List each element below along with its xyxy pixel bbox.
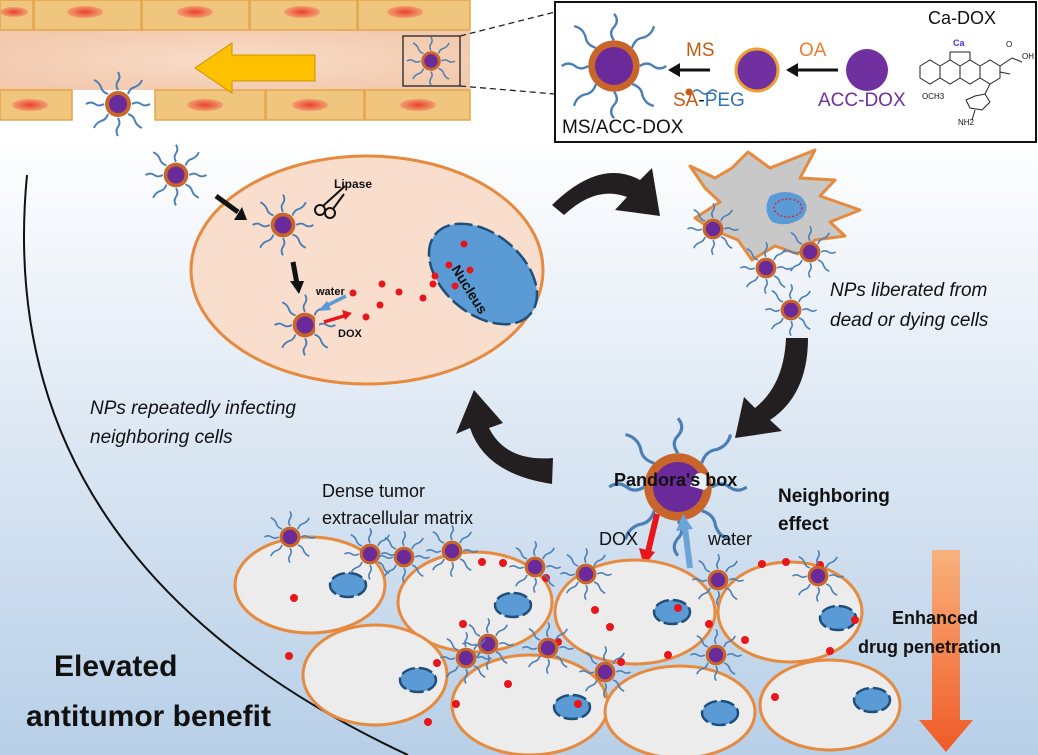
penetration-arrow [919, 550, 973, 752]
enhanced-line-1: Enhanced [892, 608, 979, 628]
oa-coated-particle [734, 47, 780, 93]
nanoparticle-icon [686, 202, 740, 256]
neighboring-line-1: Neighboring [778, 486, 890, 507]
synthesis-arrow-1 [668, 63, 680, 77]
nanoparticle-icon [508, 540, 562, 594]
ms-label: MS [686, 40, 715, 61]
synthesis-arrow-2 [786, 63, 798, 77]
nh2-label: NH2 [958, 118, 975, 127]
lipase-label: Lipase [334, 177, 373, 191]
nanoparticle-icon [689, 628, 743, 682]
dox-label: DOX [599, 529, 639, 549]
nanoparticle-icon [791, 549, 845, 603]
water-arrow [318, 301, 331, 311]
dox-arrow [342, 310, 352, 320]
infecting-line-1: NPs repeatedly infecting [90, 398, 296, 419]
ca-dox-structure [919, 51, 1023, 121]
tumor-cell-cluster [233, 535, 902, 755]
nanoparticle-icon [425, 524, 479, 578]
nanoparticle-icon [263, 510, 317, 564]
nanoparticle-icon [521, 621, 575, 675]
dox-small-label: DOX [338, 328, 362, 340]
acc-dox-particle [846, 49, 888, 91]
zoom-box [402, 35, 461, 87]
nanoparticle-icon [559, 547, 613, 601]
vessel-wall-bottom [0, 89, 471, 121]
water-label: water [708, 529, 753, 549]
dissolving-nanoparticle [273, 293, 337, 357]
water-influx-arrow [676, 514, 693, 531]
sa-dot [685, 88, 693, 96]
nanoparticle-icon [439, 631, 493, 685]
nanoparticle-icon [691, 553, 745, 607]
infected-cell [144, 143, 545, 386]
nucleus [427, 222, 539, 326]
scissors-icon [314, 185, 346, 219]
liberated-line-1: NPs liberated from [830, 280, 988, 301]
cycle-arrows [456, 168, 808, 484]
peg-label: PEG [704, 90, 745, 111]
nanoparticle-icon [406, 36, 456, 86]
blood-vessel [0, 0, 556, 137]
enhanced-line-2: drug penetration [858, 637, 1001, 657]
dense-line-2: extracellular matrix [322, 508, 474, 528]
ms-acc-dox-label: MS/ACC-DOX [562, 117, 684, 138]
ca-dox-label: Ca-DOX [928, 8, 997, 28]
nanoparticle-icon [377, 530, 431, 584]
curved-arrow-left [456, 390, 553, 484]
nanoparticle-icon [578, 645, 632, 699]
vessel-cell-nuclei [0, 6, 436, 111]
synthesis-inset [554, 1, 1037, 143]
blood-flow-arrow [194, 42, 316, 94]
dying-cell [686, 148, 862, 337]
internalization-arrows [214, 193, 304, 294]
neighboring-line-2: effect [778, 514, 829, 535]
elevated-line-1: Elevated [54, 650, 178, 683]
nanoparticle-icon [783, 225, 837, 279]
sa-peg-label: SA-PEG [673, 90, 745, 112]
och3-label: OCH3 [922, 92, 945, 101]
liberated-line-2: dead or dying cells [830, 310, 989, 331]
curved-arrow-right [735, 338, 808, 438]
acc-dox-label: ACC-DOX [818, 90, 906, 111]
elevated-line-2: antitumor benefit [26, 700, 271, 733]
zoom-line-top [459, 11, 556, 37]
released-dox-dots [349, 240, 474, 321]
curved-arrow-top [552, 168, 660, 216]
sa-label: SA [673, 90, 699, 111]
dash-label: - [698, 90, 705, 111]
pandoras-box-label: Pandora's box [614, 470, 738, 490]
oh-label: OH [1022, 52, 1034, 61]
dense-line-1: Dense tumor [322, 481, 426, 501]
nanoparticle-icon [85, 71, 151, 137]
ca-atom-label: Ca [953, 38, 965, 48]
infecting-line-2: neighboring cells [90, 427, 233, 448]
nanoparticle-icon [144, 143, 208, 207]
zoom-line-bottom [459, 85, 556, 95]
nanoparticle-icon [739, 241, 793, 295]
nanoparticle-icon [251, 193, 315, 257]
water-small-label: water [316, 286, 345, 298]
tumor-boundary [23, 174, 409, 755]
oa-label: OA [799, 40, 827, 61]
nanoparticle-icon [764, 283, 818, 337]
o-label: O [1006, 40, 1013, 49]
